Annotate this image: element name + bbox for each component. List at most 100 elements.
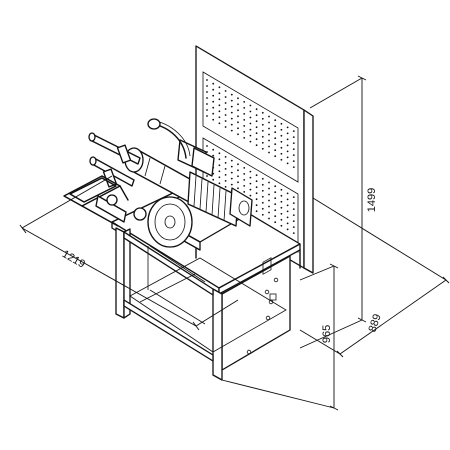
pegboard-hole [218,116,221,119]
pegboard-hole [292,196,295,199]
pegboard-hole [255,120,258,123]
pegboard-hole [255,138,258,141]
dimension-depth [299,197,450,358]
pegboard-hole [268,145,270,148]
dimension-height-total [299,75,367,349]
pegboard-hole [261,147,264,150]
pegboard-hole [261,207,264,210]
pegboard-hole [286,222,289,225]
pegboard-hole [286,138,289,141]
pegboard-hole [280,152,283,155]
pegboard-hole [206,115,208,117]
pegboard-hole [268,139,270,142]
pegboard-hole [268,151,270,154]
pegboard-hole [286,198,289,201]
pegboard-hole [261,183,264,186]
pegboard-hole [286,162,289,165]
pegboard-hole [280,212,283,215]
table-frame [115,204,301,362]
pegboard-hole [230,111,233,114]
pegboard-hole [224,180,227,182]
pegboard-hole [268,217,270,220]
pegboard-hole [268,127,270,130]
pegboard-hole [280,128,283,131]
pegboard-hole [280,224,283,227]
dimension-width-label: 1219 [60,248,87,271]
pegboard-hole [274,185,277,188]
pegboard-hole [261,135,264,138]
pegboard-hole [280,122,283,125]
pegboard-hole [286,126,289,129]
pegboard-hole [268,199,270,202]
pegboard-hole [206,97,208,99]
pegboard-hole [268,205,270,208]
pegboard-hole [218,110,221,113]
pegboard-hole [249,122,252,125]
pegboard-hole [243,125,246,127]
pegboard-hole [243,185,246,187]
pegboard-hole [237,121,239,124]
pegboard-hole [237,175,239,178]
pegboard-hole [249,170,252,173]
pegboard-hole [243,107,246,109]
pegboard-hole [286,150,289,153]
pegboard-hole [212,100,215,103]
pegboard-hole [280,146,283,149]
pegboard-hole [218,170,221,173]
pegboard-hole [255,192,258,195]
pegboard-hole [292,202,295,205]
pegboard-hole [292,208,295,211]
pegboard-hole [243,191,246,193]
pegboard-hole [292,226,295,229]
pegboard-hole [261,111,264,114]
pegboard-hole [237,187,239,190]
pegboard-hole [255,186,258,189]
pegboard-hole [237,97,239,100]
pegboard-hole [261,141,264,144]
pegboard-hole [255,108,258,111]
pegboard-hole [237,127,239,130]
pegboard-hole [274,221,277,224]
pegboard-hole [249,140,252,143]
pegboard-hole [218,152,221,155]
pegboard-hole [261,195,264,198]
pegboard-hole [280,218,283,221]
pegboard-hole [212,94,215,97]
pegboard-hole [224,168,227,170]
pegboard-hole [261,129,264,132]
pegboard-hole [286,210,289,213]
pegboard-hole [280,194,283,197]
pegboard-hole [261,189,264,192]
dimension-depth-label: 889 [367,312,384,333]
pegboard-hole [249,188,252,191]
pegboard-hole [286,132,289,135]
pegboard-hole [255,180,258,183]
pegboard-hole [230,171,233,174]
pegboard-hole [237,109,239,112]
pegboard-hole [243,119,246,121]
pegboard-hole [218,92,221,95]
pegboard-hole [212,82,215,85]
pegboard-hole [230,159,233,162]
pegboard-hole [274,137,277,140]
pegboard-hole [255,198,258,201]
pegboard-hole [292,136,295,139]
pegboard-hole [243,131,246,133]
pegboard-hole [224,174,227,176]
pegboard-hole [243,167,246,169]
pegboard-hole [274,209,277,212]
pegboard-hole [230,105,233,108]
pegboard-hole [212,106,215,109]
pegboard-hole [280,200,283,203]
pegboard-hole [268,121,270,124]
pegboard-hole [243,101,246,103]
pegboard-hole [230,183,233,186]
pegboard-hole [218,176,221,179]
pegboard-hole [249,116,252,119]
pegboard-hole [274,215,277,218]
pegboard-hole [206,175,208,177]
pegboard-hole [255,174,258,177]
pegboard-hole [224,102,227,104]
pegboard-hole [224,108,227,110]
